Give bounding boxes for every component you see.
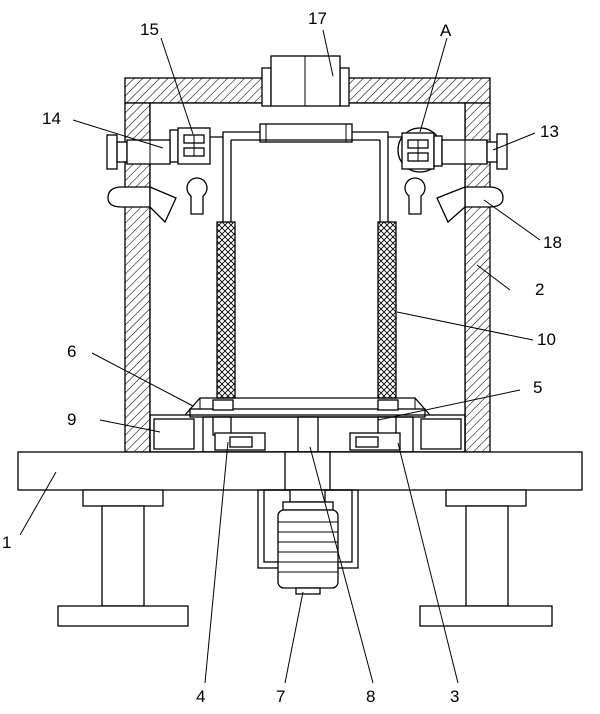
label-5: 5: [533, 378, 542, 397]
label-A: A: [440, 21, 452, 40]
label-1: 1: [2, 533, 11, 552]
label-18: 18: [543, 233, 562, 252]
right-side-cylinder: [441, 133, 508, 170]
left-side-cylinder: [106, 134, 171, 170]
bottom-chamber: [149, 414, 466, 453]
right-spray-nozzle: [404, 177, 504, 224]
label-2: 2: [535, 280, 544, 299]
label-9: 9: [67, 410, 76, 429]
left-clamp-unit: [169, 127, 211, 165]
top-linkage-bar: [210, 123, 402, 222]
label-4: 4: [196, 687, 205, 706]
label-14: 14: [42, 109, 61, 128]
label-8: 8: [366, 687, 375, 706]
left-leg: [57, 489, 189, 627]
right-clamp-unit: [397, 127, 443, 173]
label-17: 17: [308, 9, 327, 28]
leader-lines: [19, 29, 541, 684]
right-leg: [419, 489, 553, 627]
part-labels: 1 2 3 4 5 6 7 8 9 10 13 14 15 17 18 A: [2, 9, 562, 706]
top-motor-block: [261, 55, 350, 107]
label-3: 3: [450, 687, 459, 706]
label-10: 10: [537, 330, 556, 349]
bottom-motor-assembly: [257, 451, 359, 595]
left-spray-nozzle: [107, 177, 208, 224]
label-15: 15: [140, 20, 159, 39]
label-13: 13: [540, 122, 559, 141]
rotating-tray: [184, 397, 431, 453]
label-6: 6: [67, 342, 76, 361]
label-7: 7: [276, 687, 285, 706]
